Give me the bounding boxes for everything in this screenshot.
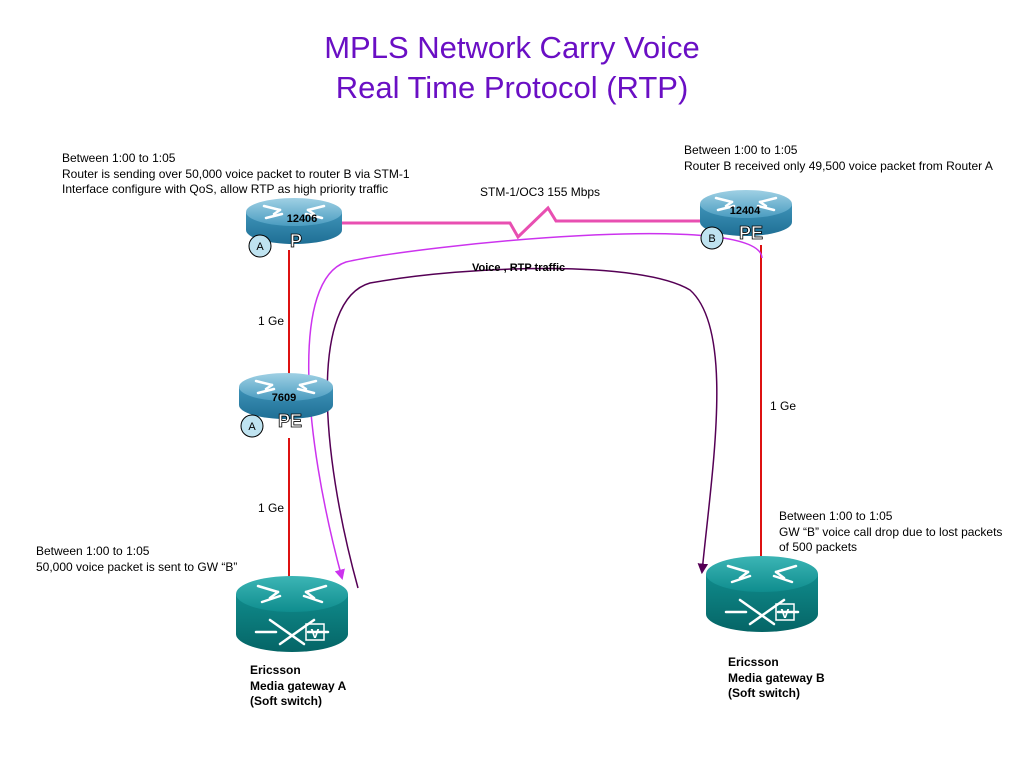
- note-line: Between 1:00 to 1:05: [684, 143, 798, 157]
- slide-title: MPLS Network Carry Voice Real Time Proto…: [0, 28, 1024, 108]
- voice-gateway-icon: [706, 556, 818, 632]
- ge-label-pe-to-gateway-a: 1 Ge: [258, 501, 285, 515]
- note-router-a: Between 1:00 to 1:05 Router is sending o…: [62, 151, 410, 198]
- traffic-arc-outer: [307, 232, 763, 581]
- gateway-label-line: Ericsson: [728, 655, 779, 669]
- router-role: PE: [278, 411, 302, 431]
- router-badge-label: A: [256, 241, 264, 253]
- wan-link-label: STM-1/OC3 155 Mbps: [480, 185, 601, 199]
- note-gateway-b: Between 1:00 to 1:05 GW “B” voice call d…: [779, 509, 1002, 556]
- router-badge: [700, 226, 724, 250]
- gateway-label-line: (Soft switch): [728, 686, 800, 700]
- router-icon: [239, 373, 333, 419]
- gateway-label-line: (Soft switch): [250, 694, 322, 708]
- title-line-2: Real Time Protocol (RTP): [335, 70, 689, 105]
- ge-label-p-to-pe: 1 Ge: [258, 314, 285, 328]
- title-line-1: MPLS Network Carry Voice: [324, 30, 700, 65]
- note-line: 50,000 voice packet is sent to GW “B”: [36, 559, 238, 574]
- router-model: 7609: [272, 392, 296, 404]
- router-pe-b[interactable]: 12404 PE B: [700, 190, 792, 250]
- router-model: 12404: [730, 205, 761, 217]
- gateway-b[interactable]: V: [706, 556, 818, 632]
- router-role: P: [290, 231, 302, 251]
- note-router-b: Between 1:00 to 1:05 Router B received o…: [684, 143, 993, 174]
- gateway-a-label: Ericsson Media gateway A (Soft switch): [250, 663, 346, 710]
- gateway-label-line: Media gateway B: [728, 670, 825, 685]
- note-line: Between 1:00 to 1:05: [779, 509, 893, 523]
- note-line: Between 1:00 to 1:05: [62, 151, 176, 165]
- gateway-a[interactable]: V: [236, 576, 348, 652]
- router-badge-label: B: [708, 233, 715, 245]
- traffic-arc-inner: [326, 267, 718, 589]
- note-line: GW “B” voice call drop due to lost packe…: [779, 524, 1003, 539]
- note-line: Router B received only 49,500 voice pack…: [684, 158, 993, 173]
- router-icon: [246, 198, 342, 244]
- router-pe-a[interactable]: 7609 PE A: [239, 373, 333, 438]
- router-badge: [248, 234, 272, 258]
- note-line: Router is sending over 50,000 voice pack…: [62, 166, 410, 181]
- voice-gateway-icon: [236, 576, 348, 652]
- router-icon: [700, 190, 792, 236]
- gateway-b-label: Ericsson Media gateway B (Soft switch): [728, 655, 825, 702]
- gateway-glyph: V: [781, 606, 790, 621]
- note-line: Interface configure with QoS, allow RTP …: [62, 182, 389, 196]
- gateway-glyph: V: [311, 626, 320, 641]
- note-line: of 500 packets: [779, 540, 858, 554]
- gateway-label-line: Ericsson: [250, 663, 301, 677]
- note-line: Between 1:00 to 1:05: [36, 544, 150, 558]
- gateway-label-line: Media gateway A: [250, 678, 347, 693]
- router-role: PE: [739, 223, 763, 243]
- note-gateway-a: Between 1:00 to 1:05 50,000 voice packet…: [36, 544, 237, 575]
- router-p[interactable]: 12406 P A: [246, 198, 342, 258]
- router-model: 12406: [287, 213, 318, 225]
- traffic-label: Voice , RTP traffic: [472, 262, 566, 274]
- ge-label-pe-b-to-gateway-b: 1 Ge: [770, 399, 797, 413]
- router-badge: [240, 414, 264, 438]
- router-badge-label: A: [248, 421, 256, 433]
- wan-link: [342, 205, 702, 240]
